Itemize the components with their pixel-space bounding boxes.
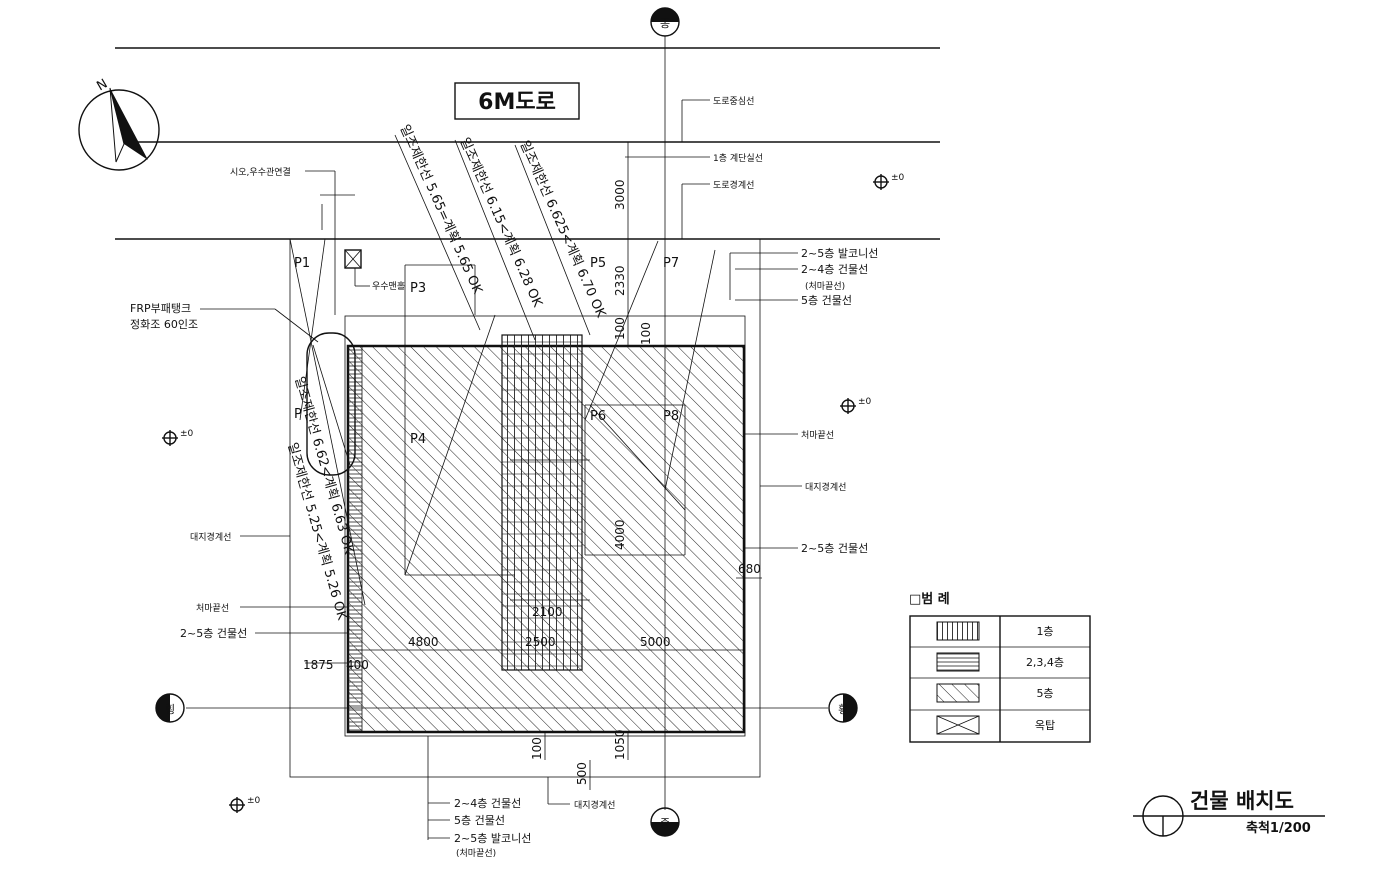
level-mark-icon: ±0 (840, 397, 872, 414)
building-2-4-bottom-label: 2~4층 건물선 (454, 797, 521, 810)
dim-680: 680 (738, 562, 761, 576)
dim-4000: 4000 (613, 519, 627, 550)
floors-2-5-left-label: 2~5층 건물선 (180, 627, 247, 640)
title-block: 건물 배치도 축척1/200 (1133, 789, 1325, 837)
drawing-scale: 축척1/200 (1246, 820, 1311, 836)
site-boundary-right-label: 대지경계선 (805, 481, 846, 493)
level-mark-icon: ±0 (873, 173, 905, 190)
dim-3000: 3000 (613, 179, 627, 210)
section-marker-right: 횡 (838, 703, 848, 716)
balcony-line-label: 2~5층 발코니선 (801, 247, 878, 260)
dim-2100: 2100 (532, 605, 563, 619)
dim-100-top: 100 (613, 317, 627, 340)
floors-2-5-right-label: 2~5층 건물선 (801, 542, 868, 555)
svg-text:±0: ±0 (891, 173, 905, 183)
frp-septic-tank (306, 332, 356, 476)
svg-text:±0: ±0 (247, 796, 261, 806)
legend: □범 례 1층 2,3,4층 5층 옥탑 (909, 591, 1091, 743)
level-marks: ±0 ±0 ±0 ±0 (162, 173, 905, 813)
eave-line-left-label: 처마끝선 (196, 602, 229, 614)
building-footprint (346, 264, 746, 734)
site-boundary-left-label: 대지경계선 (190, 531, 231, 543)
legend-row-4: 옥탑 (936, 715, 1055, 735)
level-mark-icon: ±0 (162, 429, 194, 446)
dim-100-mid: 100 (639, 322, 653, 345)
stair-centerline-label: 1층 계단실선 (713, 152, 763, 164)
dim-4800: 4800 (408, 635, 439, 649)
right-labels: 도로중심선 1층 계단실선 도로경계선 2~5층 발코니선 2~4층 건물선 (… (713, 96, 878, 555)
dim-2330: 2330 (613, 265, 627, 296)
frp-tank-capacity-label: 정화조 60인조 (130, 318, 198, 331)
balcony-bottom-label: 2~5층 발코니선 (454, 832, 531, 845)
svg-text:6M도로: 6M도로 (478, 90, 556, 115)
legend-label-4: 옥탑 (1035, 719, 1055, 732)
left-leaders (200, 170, 370, 634)
site-boundary-bottom-label: 대지경계선 (574, 799, 615, 811)
dim-1875: 1875 (303, 658, 334, 672)
pillar-p: P (294, 407, 302, 422)
frp-tank-label: FRP부패탱크 (130, 302, 191, 315)
road-label: 6M도로 (454, 82, 580, 120)
legend-label-3: 5층 (1036, 687, 1053, 700)
rain-manhole-icon (344, 249, 362, 269)
eave-line-right-label: 처마끝선 (801, 429, 834, 441)
pillar-p1: P1 (294, 256, 310, 271)
dimension-values: 3000 2330 100 680 1875 400 4800 2500 500… (303, 179, 761, 785)
section-marker-left: 횡 (165, 703, 175, 716)
legend-row-1: 1층 (936, 621, 1054, 641)
daylight-lines (289, 134, 716, 606)
legend-label-1: 1층 (1036, 625, 1053, 638)
svg-text:±0: ±0 (858, 397, 872, 407)
level-mark-icon: ±0 (229, 796, 261, 813)
sewer-connection-label: 시오,우수관연결 (230, 167, 291, 178)
dim-400: 400 (346, 658, 369, 672)
building-5-label: 5층 건물선 (801, 294, 852, 307)
building-5-bottom-label: 5층 건물선 (454, 814, 505, 827)
pillar-p6: P6 (590, 409, 606, 424)
rain-manhole-label: 우수맨홀 (372, 280, 405, 292)
left-labels: 시오,우수관연결 우수맨홀 FRP부패탱크 정화조 60인조 대지경계선 처마끝… (130, 167, 405, 640)
right-leaders (625, 99, 802, 549)
pillar-labels: P1 P3 P4 P5 P6 P7 P8 P (294, 256, 679, 447)
dim-2500: 2500 (525, 635, 556, 649)
dim-1050: 1050 (613, 729, 627, 760)
section-marker-bottom: 종 (660, 817, 670, 830)
bottom-leaders (427, 736, 570, 840)
legend-row-3: 5층 (936, 683, 1054, 703)
legend-title: □범 례 (909, 591, 950, 607)
eave-paren-bottom-label: (처마끝선) (456, 847, 496, 859)
building-2-4-label: 2~4층 건물선 (801, 263, 868, 276)
pillar-p3: P3 (410, 281, 426, 296)
north-arrow-icon: N (78, 76, 160, 171)
pillar-p4: P4 (410, 432, 426, 447)
pillar-p8: P8 (663, 409, 679, 424)
eave-paren-label: (처마끝선) (805, 280, 845, 292)
bottom-labels: 2~4층 건물선 5층 건물선 2~5층 발코니선 (처마끝선) 대지경계선 (454, 797, 615, 859)
drawing-title: 건물 배치도 (1190, 789, 1294, 813)
road-centerline-label: 도로중심선 (713, 96, 754, 107)
dim-100-bottom: 100 (530, 737, 544, 760)
legend-row-2: 2,3,4층 (936, 652, 1064, 672)
dim-5000: 5000 (640, 635, 671, 649)
svg-text:±0: ±0 (180, 429, 194, 439)
section-marker-top: 종 (660, 17, 670, 30)
pillar-p7: P7 (663, 256, 679, 271)
road-boundary-label: 도로경계선 (713, 179, 754, 191)
pillar-p5: P5 (590, 256, 606, 271)
legend-label-2: 2,3,4층 (1026, 656, 1064, 669)
dimension-lines (305, 142, 762, 790)
dim-500: 500 (575, 762, 589, 785)
